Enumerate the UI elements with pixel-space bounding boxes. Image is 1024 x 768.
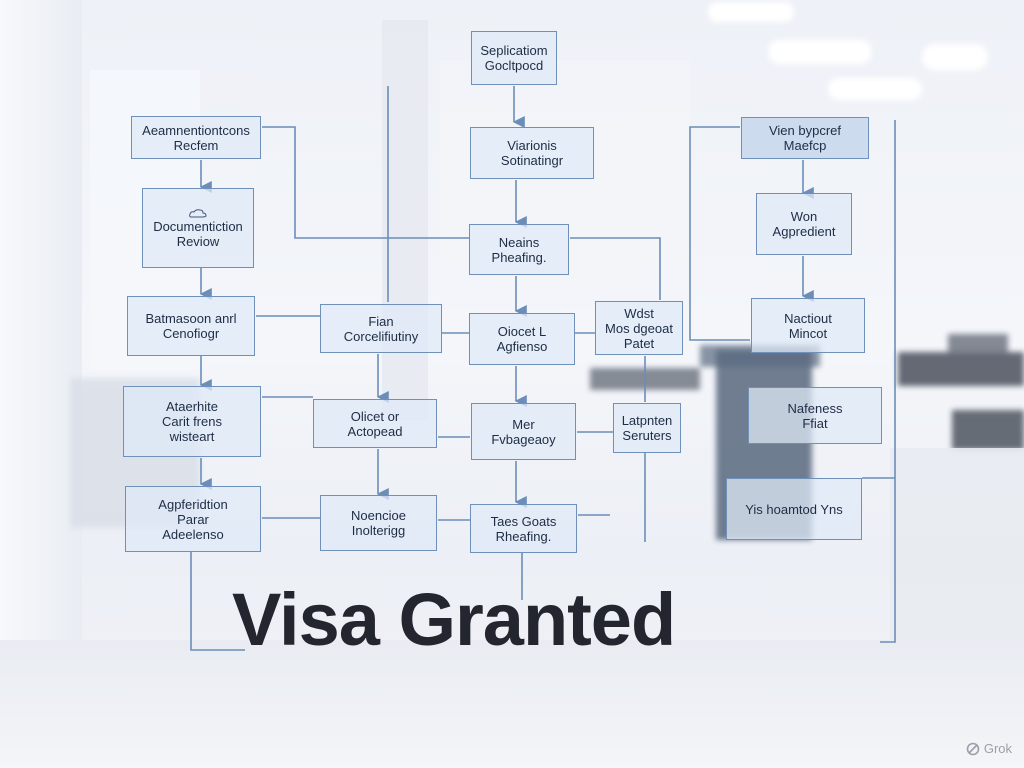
node-label: Seplicatiom xyxy=(480,43,548,58)
node-label: Taes Goats xyxy=(490,513,557,529)
right-counter xyxy=(890,448,1024,648)
node-label: Nafeness xyxy=(787,400,843,416)
node-label: Agpredient xyxy=(772,224,836,239)
right-monitor-top xyxy=(948,334,1008,354)
node-label: Mer xyxy=(512,416,535,432)
connector-line xyxy=(689,126,750,341)
cloud-icon xyxy=(189,208,207,217)
connector-line xyxy=(880,120,896,643)
node-label: Maefcp xyxy=(783,138,827,153)
center-pillar xyxy=(382,20,428,420)
node-label: Inolterigg xyxy=(351,523,406,538)
node-label: Olicet or xyxy=(350,408,400,424)
ceiling-light xyxy=(768,40,872,64)
node-label: Batmasoon anrl xyxy=(145,311,237,326)
node-label: Latpnten xyxy=(621,413,673,428)
node-label: Won xyxy=(790,209,818,224)
node-label: Recfem xyxy=(173,137,219,153)
ceiling-light xyxy=(828,78,922,100)
node-label: Parar xyxy=(177,511,209,527)
right-printer xyxy=(952,410,1024,450)
node-label: Mincot xyxy=(788,325,828,341)
node-label: Vien bypcref xyxy=(768,123,842,138)
node-label: Wdst xyxy=(624,305,654,321)
node-label: Noencioe xyxy=(351,508,406,523)
node-label: Corcelifiutiny xyxy=(343,328,419,344)
node-label: Adeelenso xyxy=(162,526,224,542)
visa-granted-heading: Visa Granted xyxy=(232,578,676,661)
watermark: Grok xyxy=(966,741,1012,756)
node-label: Rheafing. xyxy=(495,528,552,544)
watermark-label: Grok xyxy=(983,741,1012,756)
node-label: Mos dgeoat xyxy=(605,320,673,336)
ceiling-light xyxy=(922,44,988,70)
node-label: Patet xyxy=(623,335,655,351)
node-label: Aeamnentiontcons xyxy=(142,122,250,138)
node-label: Agpferidtion xyxy=(158,496,228,512)
grok-logo-icon xyxy=(966,742,980,755)
node-label: Cenofiogr xyxy=(162,326,220,341)
connector-line xyxy=(190,552,245,651)
node-label: Viarionis xyxy=(507,138,557,153)
node-label: Pheafing. xyxy=(491,249,547,265)
node-label: Fian xyxy=(368,313,394,329)
node-label: Fvbageaoy xyxy=(491,431,556,447)
node-label: Actopead xyxy=(347,423,403,439)
node-label: Neains xyxy=(498,234,540,250)
node-label: wisteart xyxy=(169,429,215,444)
node-label: Documentiction xyxy=(153,218,243,234)
node-label: Oiocet L xyxy=(497,324,547,339)
node-label: Ataerhite xyxy=(165,399,219,414)
node-label: Agfienso xyxy=(496,339,548,354)
node-label: Reviow xyxy=(176,233,220,249)
ceiling-light xyxy=(708,2,794,22)
connector-line xyxy=(570,237,661,300)
node-label: Carit frens xyxy=(162,414,222,429)
node-label: Gocltpocd xyxy=(484,58,544,73)
node-label: Nactiout xyxy=(784,310,832,326)
connector-line xyxy=(262,126,470,239)
node-label: Seruters xyxy=(622,428,672,443)
floor xyxy=(0,640,1024,768)
node-label: Ffiat xyxy=(802,415,828,431)
node-label: Sotinatingr xyxy=(500,153,564,168)
node-label: Yis hoamtod Yns xyxy=(745,501,843,517)
right-monitor xyxy=(898,352,1024,386)
flow-node: Yis hoamtod Yns xyxy=(726,478,862,540)
